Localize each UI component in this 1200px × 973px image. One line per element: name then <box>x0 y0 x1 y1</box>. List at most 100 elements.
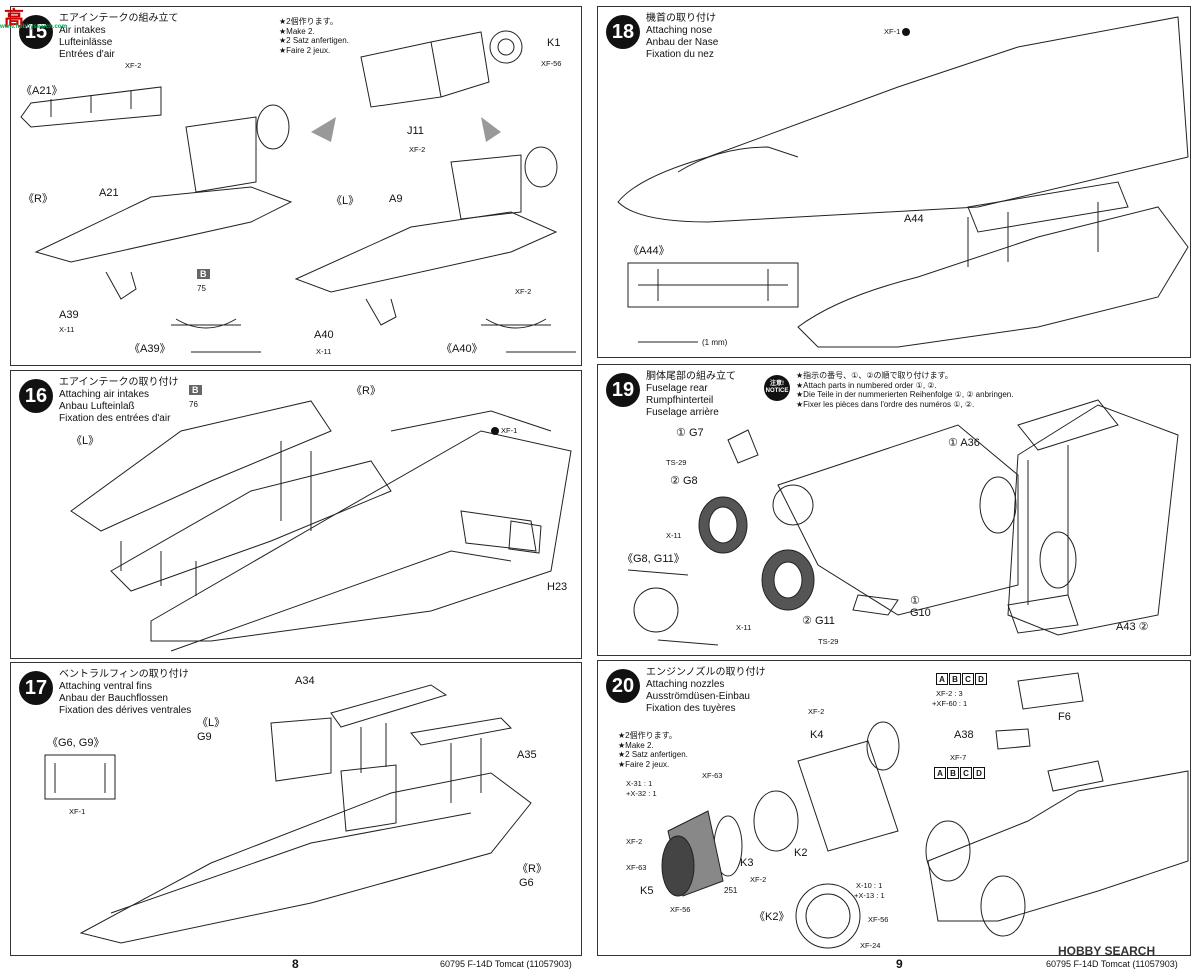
paint-f6-mix2: +XF-60 : 1 <box>932 699 968 708</box>
label-a39-inset: 《A39》 <box>129 343 171 355</box>
paint-xf2-k5: XF-2 <box>626 837 643 846</box>
label-k2: K2 <box>794 847 808 859</box>
label-a21-inset: 《A21》 <box>21 85 63 97</box>
paint-xf56-k2: XF-56 <box>868 915 889 924</box>
paint-xf63-b: XF-63 <box>626 863 647 872</box>
paint-ts29-a: TS-29 <box>666 458 687 467</box>
paint-xf7: XF-7 <box>950 753 967 762</box>
decal-b-badge: B <box>197 269 210 279</box>
paint-xf1: XF-1 <box>491 426 517 436</box>
product-code-right: 60795 F-14D Tomcat (11057903) <box>1046 959 1178 969</box>
paint-xf1: XF-1 <box>69 807 86 816</box>
make-two-note: ★2個作ります。★Make 2.★2 Satz anfertigen.★Fair… <box>279 17 349 55</box>
ventral-fins-diagram <box>44 684 532 944</box>
paint-ts29-b: TS-29 <box>818 637 839 646</box>
watermark-top-left: 高 <box>4 8 24 30</box>
nozzles-diagram <box>661 672 1189 949</box>
step-number: 20 <box>606 669 640 703</box>
page-number-left: 8 <box>292 957 299 971</box>
decal-number: 76 <box>189 400 198 409</box>
label-a40: A40 <box>314 329 334 341</box>
label-f6: F6 <box>1058 711 1071 723</box>
label-a9: A9 <box>389 193 403 205</box>
label-a38: A38 <box>954 729 974 741</box>
paint-mix2: +X-32 : 1 <box>626 789 657 798</box>
label-a44-inset: 《A44》 <box>628 245 670 257</box>
label-a36: ① A36 <box>948 437 980 449</box>
paint-xf2: XF-2 <box>125 61 142 70</box>
label-k4: K4 <box>810 729 824 741</box>
nose-diagram <box>617 16 1189 348</box>
paint-mix1: X-31 : 1 <box>626 779 653 788</box>
watermark-bottom-right: HOBBY SEARCH <box>1058 944 1156 958</box>
label-l: 《L》 <box>197 717 226 729</box>
step-number: 15 <box>19 15 53 49</box>
label-h23: H23 <box>547 581 568 593</box>
paint-mix3: X-10 : 1 <box>856 881 883 890</box>
label-j11: J11 <box>407 125 424 137</box>
label-g6: G6 <box>519 877 534 889</box>
decal-number: 251 <box>724 886 738 895</box>
label-k2-inset: 《K2》 <box>754 911 790 923</box>
paint-xf2-l: XF-2 <box>515 287 532 296</box>
label-r: 《R》 <box>517 863 547 875</box>
paint-f6-mix1: XF-2 : 3 <box>936 689 963 698</box>
make-two-note: ★2個作ります。★Make 2.★2 Satz anfertigen.★Fair… <box>618 731 688 769</box>
step-number: 16 <box>19 379 53 413</box>
label-g6g9-inset: 《G6, G9》 <box>47 737 105 749</box>
paint-x11-a40: X-11 <box>316 347 332 356</box>
label-g7: ① G7 <box>676 427 704 439</box>
label-k5: K5 <box>640 885 654 897</box>
attach-intakes-diagram <box>70 400 572 652</box>
page-number-right: 9 <box>896 957 903 971</box>
step-number: 17 <box>19 671 53 705</box>
label-a34: A34 <box>295 675 315 687</box>
label-a39: A39 <box>59 309 79 321</box>
label-g8: ② G8 <box>670 475 698 487</box>
label-l: 《L》 <box>331 195 360 207</box>
step-number: 18 <box>606 15 640 49</box>
paint-xf2-k4: XF-2 <box>808 707 825 716</box>
paint-xf56: XF-56 <box>541 59 562 68</box>
paint-mix4: +X-13 : 1 <box>854 891 885 900</box>
label-g9: G9 <box>197 731 212 743</box>
paint-x11-a: X-11 <box>666 531 682 540</box>
step-number: 19 <box>606 373 640 407</box>
label-a44: A44 <box>904 213 924 225</box>
label-k1: K1 <box>547 37 561 49</box>
decal-number: 75 <box>197 284 206 293</box>
label-r: 《R》 <box>23 193 53 205</box>
fuselage-rear-diagram <box>627 399 1179 646</box>
label-1mm: (1 mm) <box>702 338 728 347</box>
label-k3: K3 <box>740 857 754 869</box>
step-15-panel: 15 エアインテークの組み立て Air intakes Lufteinlässe… <box>10 6 582 366</box>
decal-b-badge: B <box>189 385 202 395</box>
label-l: 《L》 <box>71 435 100 447</box>
paint-x11-b: X-11 <box>736 623 752 632</box>
label-g8g11-inset: 《G8, G11》 <box>622 553 685 565</box>
label-a43: A43 ② <box>1116 621 1149 633</box>
label-a40-inset: 《A40》 <box>441 343 483 355</box>
paint-xf2-j11: XF-2 <box>409 145 426 154</box>
label-a35: A35 <box>517 749 537 761</box>
paint-xf24: XF-24 <box>860 941 881 950</box>
watermark-site: www.hobbysearch.com <box>0 24 67 30</box>
paint-x11-a39: X-11 <box>59 325 75 334</box>
label-g11: ② G11 <box>802 615 835 627</box>
paint-xf1: XF-1 <box>884 27 912 37</box>
order-notice: ★指示の番号、①、②の順で取り付けます。★Attach parts in num… <box>796 371 1014 409</box>
paint-xf63-a: XF-63 <box>702 771 723 780</box>
label-r: 《R》 <box>351 385 381 397</box>
